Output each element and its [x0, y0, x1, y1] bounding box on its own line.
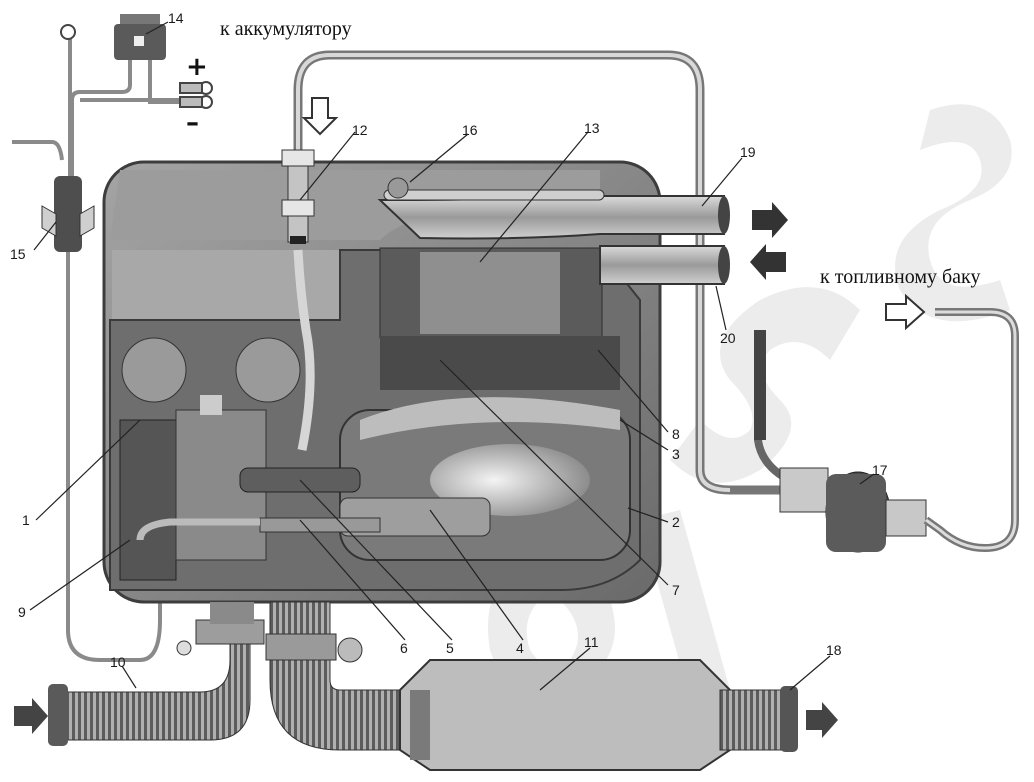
- air-inlet-20: [599, 245, 725, 285]
- callout-7: 7: [672, 582, 680, 598]
- exhaust-out-arrow: [806, 702, 838, 738]
- battery-wiring: [12, 35, 180, 662]
- callout-10: 10: [110, 654, 126, 670]
- callout-6: 6: [400, 640, 408, 656]
- fuel-tank-caption: к топливному баку: [820, 266, 981, 288]
- callout-11: 11: [584, 634, 599, 650]
- intake-hose-10: [48, 602, 265, 746]
- hot-air-out-arrow: [752, 202, 788, 238]
- return-air-arrow: [750, 244, 786, 280]
- fuel-tank-arrow: [885, 293, 926, 331]
- leader-lines: [29, 21, 875, 691]
- callout-19: 19: [740, 144, 756, 160]
- left-components: [119, 337, 301, 581]
- callout-8: 8: [672, 426, 680, 442]
- battery-caption: к аккумулятору: [220, 18, 352, 40]
- minus-sign: –: [186, 108, 199, 138]
- callout-12: 12: [352, 122, 368, 138]
- connector-plug: [41, 176, 95, 252]
- callout-14: 14: [168, 10, 184, 26]
- fuel-pump: [730, 308, 1019, 553]
- callout-3: 3: [672, 446, 680, 462]
- callout-2: 2: [672, 514, 680, 530]
- callout-9: 9: [18, 604, 26, 620]
- exhaust-silencer-11: [265, 601, 798, 771]
- callout-20: 20: [720, 330, 736, 346]
- air-outlet-19: [377, 195, 725, 240]
- air-in-arrow: [14, 698, 48, 734]
- callout-5: 5: [446, 640, 454, 656]
- callout-18: 18: [826, 642, 842, 658]
- callout-16: 16: [462, 122, 478, 138]
- callout-17: 17: [872, 462, 888, 478]
- callout-4: 4: [516, 640, 524, 656]
- terminal-rings: [60, 24, 213, 109]
- plus-sign: +: [186, 52, 208, 82]
- callout-1: 1: [22, 512, 30, 528]
- callout-15: 15: [10, 246, 26, 262]
- callout-13: 13: [584, 120, 600, 136]
- fuse-holder: [114, 14, 166, 60]
- fuel-in-arrow: [301, 97, 339, 136]
